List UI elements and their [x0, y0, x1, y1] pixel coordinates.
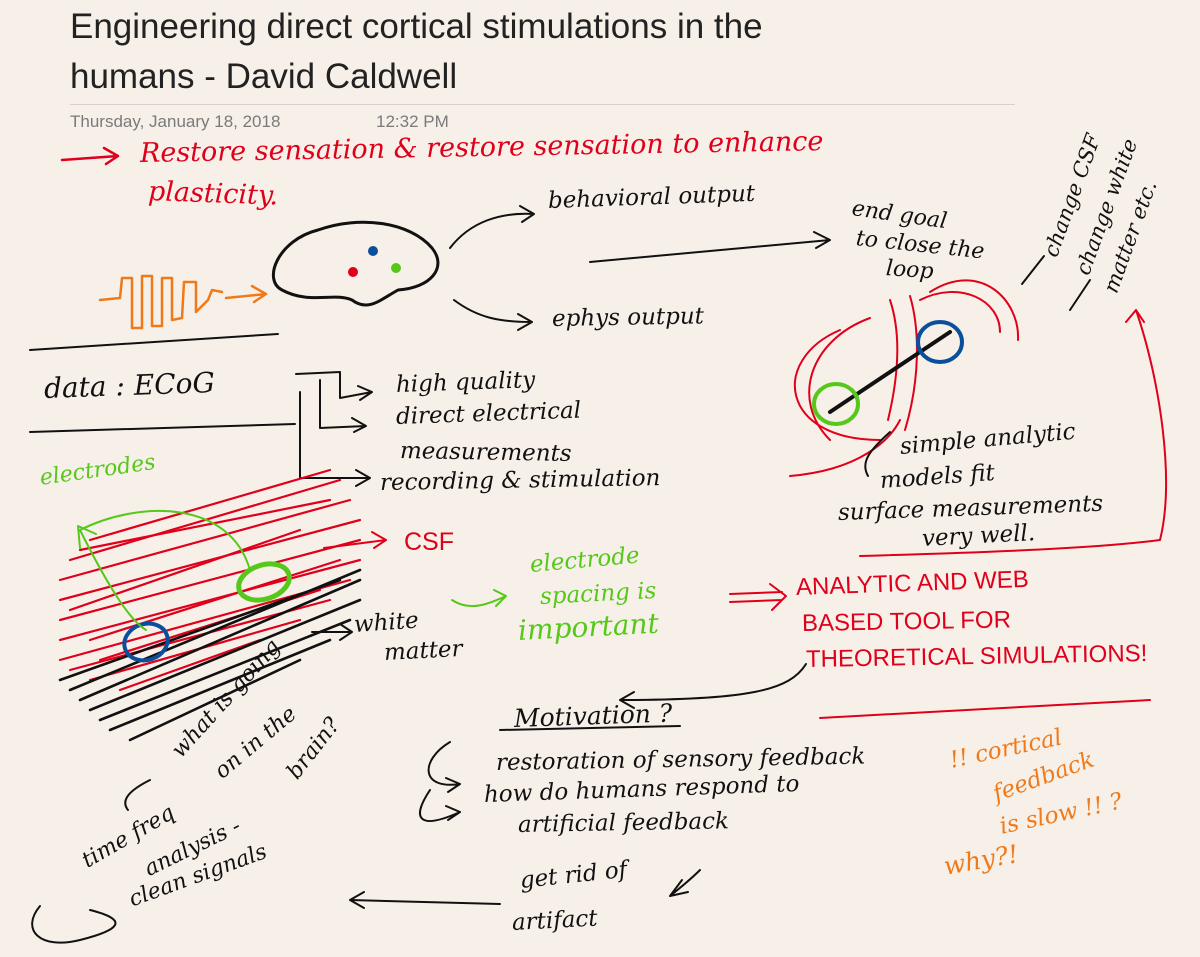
white-matter-arrow	[311, 623, 353, 641]
cortex-electrode-green	[236, 561, 292, 603]
cortex-red-layer	[58, 468, 362, 692]
note-artifact: artifact	[511, 905, 599, 936]
note-based-tool: BASED TOOL FOR	[801, 606, 1012, 637]
page-date: Thursday, January 18, 2018	[70, 112, 281, 131]
tool-double-arrow	[729, 583, 787, 611]
loop-curve-bottom	[31, 779, 151, 944]
note-white: white	[353, 607, 420, 638]
field-line-mid-2	[904, 295, 918, 431]
note-motivation: Motivation ?	[513, 698, 673, 733]
note-high-quality: high quality	[395, 367, 536, 398]
stimulus-arrow	[224, 284, 268, 304]
section-divider-1	[29, 333, 279, 351]
brain-dot-blue	[368, 246, 378, 256]
field-line-mid-1	[887, 299, 899, 421]
note-ephys-output: ephys output	[551, 303, 705, 332]
behavioral-arrow	[449, 205, 535, 249]
tool-to-motivation-arrow	[619, 663, 807, 709]
note-end-goal-3: loop	[885, 256, 935, 285]
restore-arrow	[60, 146, 120, 166]
ephys-arrow	[453, 299, 533, 331]
white-matter-black-layer	[58, 568, 362, 742]
electrode-pointer-lines	[77, 510, 251, 631]
note-csf: CSF	[404, 528, 454, 556]
end-goal-arrow	[589, 231, 831, 263]
page-time: 12:32 PM	[376, 112, 449, 131]
note-measurements: measurements	[399, 438, 572, 467]
dipole-axis	[828, 330, 952, 414]
field-line-left-1	[808, 317, 871, 441]
change-white-arrow	[1069, 279, 1091, 311]
spacing-arrow	[451, 589, 507, 608]
ecog-bracket	[295, 371, 373, 487]
field-line-right-2	[929, 279, 1020, 341]
note-artificial-feedback: artificial feedback	[517, 808, 730, 838]
note-plasticity: plasticity.	[147, 176, 279, 212]
dipole-positive-electrode	[812, 382, 860, 426]
stimulus-waveform	[98, 274, 224, 330]
brain-sketch	[271, 220, 440, 307]
brain-dot-red	[348, 267, 358, 277]
page-title-line-1: Engineering direct cortical stimulations…	[70, 7, 763, 46]
field-line-right-1	[919, 291, 1001, 333]
change-csf-arrow	[1021, 255, 1045, 285]
field-line-left-3	[789, 419, 901, 477]
dipole-arrow	[864, 431, 891, 477]
section-divider-2	[29, 423, 296, 433]
motivation-underline	[499, 725, 681, 731]
note-matter: matter	[383, 635, 464, 666]
page-title-line-2: humans - David Caldwell	[70, 57, 458, 96]
loop-back-arrow	[859, 309, 1167, 557]
brain-dot-green	[391, 263, 401, 273]
note-theoretical-simulations: THEORETICAL SIMULATIONS!	[805, 640, 1148, 673]
note-data-ecog: data : ECoG	[43, 366, 216, 405]
tool-underline	[819, 699, 1151, 719]
motivation-bracket	[419, 741, 461, 822]
clean-signal-arrow	[349, 891, 501, 909]
note-recording-stimulation: recording & stimulation	[379, 465, 661, 496]
title-divider	[70, 104, 1015, 105]
dipole-negative-electrode	[916, 320, 964, 364]
field-line-left-2	[793, 329, 881, 441]
page-title: Engineering direct cortical stimulations…	[70, 2, 1070, 102]
get-rid-arrow	[669, 869, 701, 897]
csf-arrow	[323, 531, 387, 549]
